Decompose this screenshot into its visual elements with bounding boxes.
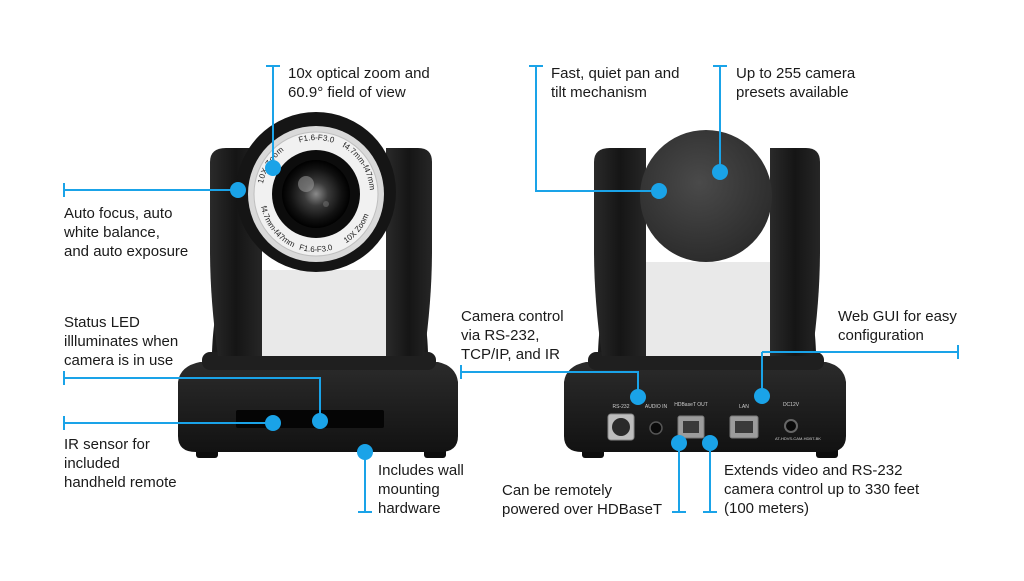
rear-label-hdbaset: HDBaseT OUT [674,402,708,408]
lens-text-top-mid: F1.6-F3.0 [298,133,336,145]
callout-pan-tilt-line-2: tilt mechanism [551,84,647,101]
callout-ir-sensor: IR sensor for included handheld remote [64,435,177,492]
callout-extends-video-line-3: (100 meters) [724,500,810,517]
callout-line-remote-power [672,446,686,513]
callout-dot-remote-power [671,435,687,451]
front-arm-right [386,148,432,356]
callout-dot-autofocus [230,182,246,198]
callout-autofocus-line-2: white balance, [64,224,160,241]
rear-label-rs232: RS-232 [613,404,630,410]
callout-web-gui-line-2: configuration [838,327,924,344]
callout-ir-sensor-line-1: IR sensor for [64,436,150,453]
callout-line-zoom [266,65,280,164]
callout-ir-sensor-line-2: included [64,455,120,472]
callout-dot-ir [265,415,281,431]
callout-web-gui: Web GUI for easy configuration [838,307,957,345]
callout-wall-mount: Includes wall mounting hardware [378,461,464,518]
callout-pan-tilt: Fast, quiet pan and tilt mechanism [551,64,679,102]
callout-line-pan-tilt [529,65,656,192]
callout-status-led-line-1: Status LED [64,314,140,331]
dc12v-jack [784,419,798,433]
callout-presets-line-1: Up to 255 camera [736,65,856,82]
callout-wall-mount-line-1: Includes wall [378,462,464,479]
rear-label-lan: LAN [739,404,749,410]
front-arm-gap [262,270,386,356]
callout-camera-control-line-1: Camera control [461,308,564,325]
callout-line-presets [713,65,727,170]
callout-remote-power: Can be remotely powered over HDBaseT [502,481,662,519]
rear-camera: RS-232 AUDIO IN HDBaseT OUT LAN DC12V AT… [564,130,846,458]
callout-status-led-line-2: illluminates when [64,333,179,350]
lens-glass [282,160,350,228]
rear-base-top-ring [588,352,824,370]
callout-zoom: 10x optical zoom and 60.9° field of view [288,64,430,102]
ir-sensor-window [236,410,384,428]
callout-line-wall-mount [358,452,372,513]
hdbaset-port-inner [683,421,699,433]
rs232-port-inner [612,418,630,436]
callout-dot-wall-mount [357,444,373,460]
front-base [178,362,458,452]
callout-dot-zoom [265,160,281,176]
callout-zoom-line-2: 60.9° field of view [288,84,406,101]
callout-dot-web-gui [754,388,770,404]
audio-in-jack [649,421,663,435]
rear-disc [640,130,772,262]
callout-lines [63,65,959,513]
callout-dot-status-led [312,413,328,429]
callout-status-led-line-3: camera is in use [64,352,174,369]
callout-web-gui-line-1: Web GUI for easy [838,308,957,325]
front-camera: 10X Zoom F1.6-F3.0 f4.7mm-f47mm f4.7mm-f… [178,112,458,458]
rear-arm-left [594,148,646,356]
callout-pan-tilt-line-1: Fast, quiet pan and [551,65,680,82]
callout-status-led: Status LED illluminates when camera is i… [64,313,178,370]
callout-line-autofocus [63,183,236,197]
callout-camera-control: Camera control via RS-232, TCP/IP, and I… [461,307,564,364]
callout-wall-mount-line-2: mounting [378,481,440,498]
callout-line-web-gui [761,345,959,394]
callout-ir-sensor-line-3: handheld remote [64,474,177,491]
callout-zoom-line-1: 10x optical zoom and [288,65,430,82]
callout-camera-control-line-3: TCP/IP, and IR [461,346,560,363]
callout-dot-camera-control [630,389,646,405]
front-base-top-ring [202,352,436,370]
callout-remote-power-line-2: powered over HDBaseT [502,501,663,518]
callout-presets: Up to 255 camera presets available [736,64,855,102]
callout-remote-power-line-1: Can be remotely [502,482,613,499]
callout-extends-video-line-2: camera control up to 330 feet [724,481,920,498]
lens-reflection [298,176,314,192]
callout-dot-presets [712,164,728,180]
lens-reflection-small [323,201,329,207]
callout-line-ir [63,416,270,430]
rear-arm-gap [646,262,770,356]
lan-port-inner [735,421,753,433]
callout-extends-video-line-1: Extends video and RS-232 [724,462,903,479]
callout-wall-mount-line-3: hardware [378,500,441,517]
callout-autofocus-line-3: and auto exposure [64,243,189,260]
callout-dot-pan-tilt [651,183,667,199]
callout-presets-line-2: presets available [736,84,849,101]
rear-arm-right [770,148,820,356]
lens-text-bottom: F1.6-F3.0 [298,243,334,255]
callout-extends-video: Extends video and RS-232 camera control … [724,461,919,518]
rear-label-model: AT-HDVS-CAM-HDBT-BK [775,436,821,441]
callout-line-camera-control [460,365,639,394]
callout-autofocus-line-1: Auto focus, auto [64,205,173,222]
callout-line-extends [703,446,717,513]
rear-label-dc12v: DC12V [783,402,800,408]
callout-line-status-led [63,371,321,418]
callout-dots [230,160,770,460]
callout-autofocus: Auto focus, auto white balance, and auto… [64,204,188,261]
callout-camera-control-line-2: via RS-232, [461,327,540,344]
callout-dot-extends [702,435,718,451]
rear-label-audio: AUDIO IN [645,404,668,410]
